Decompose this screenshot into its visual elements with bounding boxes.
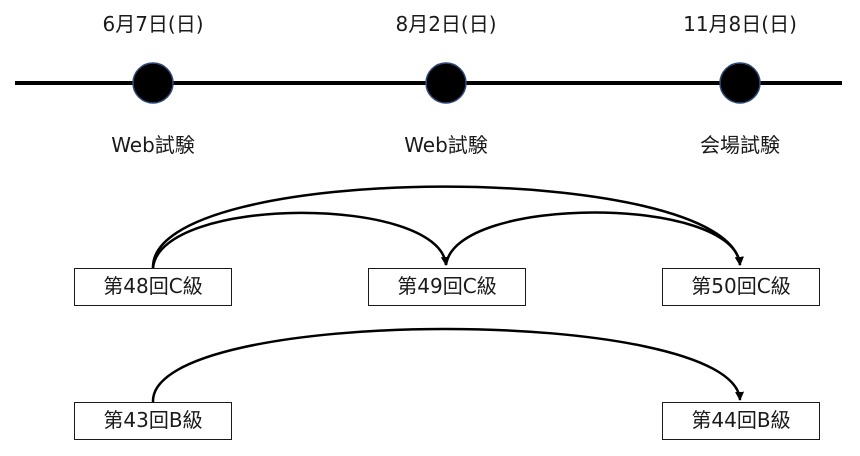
exam-type-label-aug2: Web試験 (404, 133, 488, 157)
arrow-c49-to-c50 (444, 211, 744, 266)
exam-box-b43: 第43回B級 (74, 402, 232, 440)
timeline-node-jun7 (132, 62, 174, 104)
exam-box-b44: 第44回B級 (662, 402, 820, 440)
arrow-c48-to-c50 (151, 185, 744, 269)
date-label-aug2: 8月2日(日) (395, 12, 497, 36)
exam-box-c48: 第48回C級 (74, 268, 232, 306)
exam-box-c49: 第49回C級 (368, 268, 526, 306)
arrow-c48-to-c49 (151, 211, 450, 269)
date-label-nov8: 11月8日(日) (683, 12, 797, 36)
timeline-node-nov8 (719, 62, 761, 104)
exam-type-label-jun7: Web試験 (111, 133, 195, 157)
exam-type-label-nov8: 会場試験 (700, 133, 780, 157)
arrow-b43-to-b44 (151, 327, 745, 403)
timeline-node-aug2 (425, 62, 467, 104)
exam-box-c50: 第50回C級 (662, 268, 820, 306)
date-label-jun7: 6月7日(日) (102, 12, 204, 36)
